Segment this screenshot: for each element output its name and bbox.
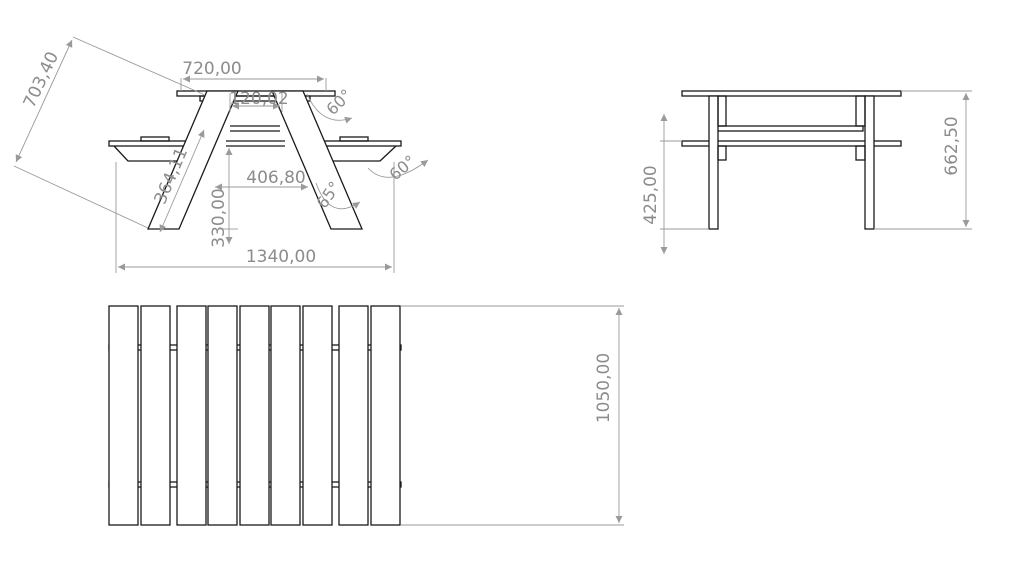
front-dimensions: 1340,00 720,00 120,02 406,80 703,40 364,… — [13, 36, 429, 273]
side-seat-block-left — [717, 145, 727, 161]
dim-spacer: 120,02 — [229, 89, 288, 109]
side-table-top — [681, 90, 902, 97]
top-board — [108, 305, 139, 526]
top-board — [140, 305, 171, 526]
top-boards — [108, 305, 401, 526]
side-post-left — [717, 95, 727, 127]
side-leg-right — [864, 95, 875, 230]
side-seat-block-right — [855, 145, 866, 161]
top-view — [108, 305, 402, 526]
side-view — [681, 90, 902, 230]
front-view — [108, 90, 402, 230]
top-board — [302, 305, 333, 526]
front-leg-right — [271, 90, 363, 230]
dim-depth: 1050,00 — [594, 353, 614, 423]
front-seat-left-block — [140, 136, 170, 142]
top-dimensions: 1050,00 — [401, 305, 624, 526]
dim-line-brace — [159, 129, 205, 233]
front-top-support — [199, 95, 311, 102]
dim-overall-length: 1340,00 — [246, 247, 316, 267]
top-board — [207, 305, 238, 526]
dim-table-top-length: 720,00 — [182, 59, 241, 79]
angle-seat-right: 60° — [385, 151, 419, 184]
dim-seat-level: 425,00 — [641, 165, 661, 224]
angle-arc-top-right — [306, 93, 353, 124]
top-board — [370, 305, 401, 526]
front-inner-brace — [226, 140, 285, 147]
front-seat-right-block — [339, 136, 369, 142]
dim-overall-height: 662,50 — [942, 116, 962, 175]
dim-seat-height: 330,00 — [209, 188, 229, 247]
angle-arc-leg — [315, 182, 361, 210]
top-board — [338, 305, 369, 526]
side-dimensions: 662,50 425,00 — [641, 90, 972, 254]
side-leg-left — [708, 95, 719, 230]
front-upper-brace — [230, 125, 280, 132]
side-seat — [681, 140, 902, 147]
top-board — [239, 305, 270, 526]
side-brace — [716, 125, 864, 132]
angle-arc-seat-right — [367, 159, 429, 178]
top-board — [270, 305, 301, 526]
dim-line-diagonal — [15, 39, 73, 163]
front-seat-support-right — [316, 145, 397, 162]
side-post-right — [855, 95, 866, 127]
top-board — [176, 305, 207, 526]
dim-leg-inner: 406,80 — [246, 168, 305, 188]
dim-diagonal-length: 703,40 — [20, 49, 63, 111]
